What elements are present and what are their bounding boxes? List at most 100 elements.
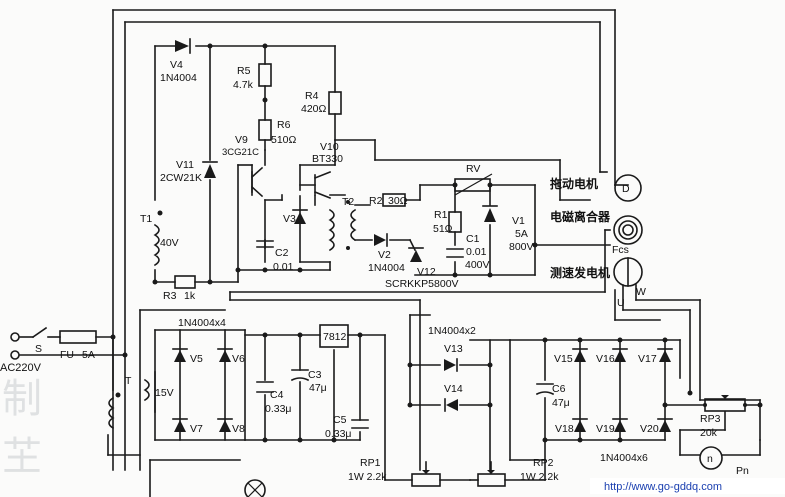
v11-part: 2CW21K <box>160 172 202 184</box>
wiring-lower <box>19 309 761 497</box>
r4-label: R4 <box>305 90 319 102</box>
v20-label: V20 <box>640 423 659 435</box>
transistor-v9: V9 3CG21C <box>222 134 264 198</box>
capacitor-c6: C6 47μ <box>535 383 570 409</box>
resistor-r5: R5 4.7k <box>233 43 272 103</box>
potentiometer-rp1: RP1 1W 2.2k <box>348 457 441 487</box>
switch-s-label: S <box>35 343 42 355</box>
c3-label: C3 <box>308 369 322 381</box>
reg-label: 7812 <box>323 331 347 343</box>
r3-value: 1k <box>184 290 196 302</box>
v3-label: V3 <box>283 213 296 225</box>
capacitor-c5: C5 0.33μ <box>325 414 369 440</box>
bridge2-part: 1N4004x2 <box>428 325 476 337</box>
r1-label: R1 <box>434 209 448 221</box>
c3-value: 47μ <box>309 382 327 394</box>
resistor-r4: R4 420Ω <box>301 90 342 115</box>
bridge3-part: 1N4004x6 <box>600 452 648 464</box>
v16-label: V16 <box>596 353 615 365</box>
v12-part: SCRKKP5800V <box>385 278 459 290</box>
c1-voltage: 400V <box>465 259 490 271</box>
secondary-15v: 15V <box>155 387 174 399</box>
v2-label: V2 <box>378 249 391 261</box>
c5-value: 0.33μ <box>325 428 352 440</box>
c4-label: C4 <box>270 389 284 401</box>
diode-v2: V2 1N4004 <box>368 233 405 274</box>
potentiometer-rp3: RP3 20k <box>700 395 747 439</box>
t-label: T <box>125 375 132 387</box>
t1-label: T1 <box>140 213 152 225</box>
tachometer: 测速发电机 Fcs U W <box>550 244 646 309</box>
scr-v12: V12 SCRKKP5800V <box>385 247 459 290</box>
r2-value: 30Ω <box>388 195 408 207</box>
v6-label: V6 <box>232 353 245 365</box>
resistor-r1: R1 51Ω <box>433 209 462 235</box>
pn-label: Pn <box>736 465 749 477</box>
junction-dots <box>110 43 763 443</box>
bridge-2: V15 V16 V17 V18 V19 V20 1N4004x6 <box>554 348 673 464</box>
varistor-rv: RV <box>454 163 493 196</box>
v2-part: 1N4004 <box>368 262 405 274</box>
v15-label: V15 <box>554 353 573 365</box>
bridge1-part: 1N4004x4 <box>178 317 226 329</box>
fuse-value: 5A <box>82 349 95 361</box>
motor-d: D 拖动电机 <box>550 174 642 202</box>
rp2-label: RP2 <box>533 457 554 469</box>
svg-text:芏: 芏 <box>2 434 42 480</box>
c2-value: 0.01 <box>273 261 294 273</box>
potentiometer-rp2: RP2 1W 2.2k <box>477 457 559 487</box>
v12-label: V12 <box>417 266 436 278</box>
transformer-t: T 15V <box>108 375 174 430</box>
r6-value: 510Ω <box>271 134 297 146</box>
c1-value: 0.01 <box>466 246 487 258</box>
r6-label: R6 <box>277 119 291 131</box>
ac-input: S FU 5A AC220V <box>0 326 97 374</box>
v4-label: V4 <box>170 59 183 71</box>
transformer-t1: T1 40V <box>140 210 179 267</box>
motor-symbol: D <box>622 183 630 195</box>
v18-label: V18 <box>555 423 574 435</box>
diode-v1: V1 5A 800V <box>482 205 534 253</box>
v1-label: V1 <box>512 215 525 227</box>
fcs-label: Fcs <box>612 244 629 256</box>
resistor-r6: R6 510Ω <box>258 119 297 146</box>
diode-v4: V4 1N4004 <box>160 38 197 84</box>
rp2-value: 1W 2.2k <box>520 471 559 483</box>
capacitor-c2: C2 0.01 <box>256 240 294 273</box>
rp1-value: 1W 2.2k <box>348 471 387 483</box>
rv-label: RV <box>466 163 480 175</box>
regulator-7812: 7812 <box>319 324 363 348</box>
indicator-lamp <box>244 479 266 497</box>
v10-part: BT330 <box>312 153 343 165</box>
capacitor-c1: C1 0.01 400V <box>446 233 490 271</box>
v4-part: 1N4004 <box>160 72 197 84</box>
t1-value: 40V <box>160 237 179 249</box>
r5-label: R5 <box>237 65 251 77</box>
source-url-text: http://www.go-gddq.com <box>604 481 722 493</box>
v9-label: V9 <box>235 134 248 146</box>
capacitor-c4: C4 0.33μ <box>256 381 292 415</box>
meter-pn: n Pn <box>699 446 749 477</box>
rp3-value: 20k <box>700 427 718 439</box>
v19-label: V19 <box>596 423 615 435</box>
ujt-v10: V10 BT330 <box>299 141 343 200</box>
capacitor-c3: C3 47μ <box>290 369 327 394</box>
pn-symbol: n <box>707 453 713 465</box>
source-url: http://www.go-gddq.com <box>590 478 785 494</box>
zener-v11: V11 2CW21K <box>160 159 218 184</box>
clutch-label: 电磁离合器 <box>550 209 611 224</box>
bridge-1: 1N4004x4 V5 V6 V7 V8 <box>172 317 245 435</box>
c2-label: C2 <box>275 247 289 259</box>
v13-label: V13 <box>444 343 463 355</box>
v17-label: V17 <box>638 353 657 365</box>
t2-label: T2 <box>342 196 354 208</box>
background-watermark: 制 芏 <box>2 376 42 480</box>
rp3-label: RP3 <box>700 413 721 425</box>
transformer-t2: T2 <box>328 196 357 252</box>
v9-part: 3CG21C <box>222 147 259 158</box>
motor-label: 拖动电机 <box>550 176 598 191</box>
v14-label: V14 <box>444 383 463 395</box>
r4-value: 420Ω <box>301 103 327 115</box>
v5-label: V5 <box>190 353 203 365</box>
